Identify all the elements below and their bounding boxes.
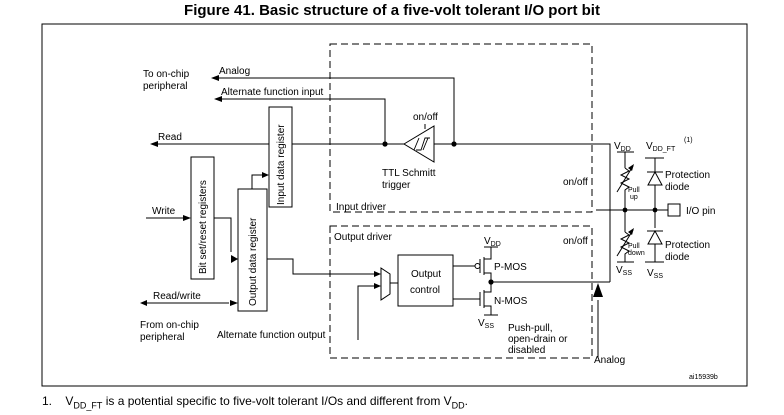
- analog-top-line: [219, 77, 455, 144]
- pmos-gate-bubble: [474, 263, 481, 269]
- footnote-text2: .: [464, 394, 468, 408]
- label-nmos: N-MOS: [494, 296, 528, 307]
- analog-top-arrow: [211, 75, 219, 81]
- label-vdd-pull: VDD: [614, 141, 631, 153]
- label-alternate-function-input: Alternate function input: [221, 87, 324, 98]
- label-protection-diode-bottom-1: Protection: [665, 240, 710, 251]
- label-alternate-function-output: Alternate function output: [217, 330, 326, 341]
- pullup-resistor: [619, 167, 631, 210]
- label-analog-top: Analog: [219, 66, 250, 77]
- label-figure-id: ai15939b: [689, 374, 718, 381]
- write-arrow: [183, 215, 191, 221]
- label-to-onchip-1: To on-chip: [143, 69, 190, 80]
- junction-alt-input: [382, 141, 388, 147]
- pulldown-switch-arrow: [628, 228, 634, 235]
- pulldown-switch: [616, 229, 634, 257]
- label-to-onchip-2: peripheral: [143, 81, 187, 92]
- nmos-source-drain: [484, 282, 492, 315]
- read-write-arrow-right: [230, 300, 238, 306]
- label-output-data-register: Output data register: [248, 217, 259, 306]
- analog-bottom-arrow: [593, 283, 603, 297]
- input-driver-box: [329, 43, 593, 213]
- footnote-sub2: DD: [451, 400, 465, 411]
- label-output-control-2: control: [410, 285, 440, 296]
- hysteresis-icon: [413, 137, 430, 151]
- alt-output-arrow: [374, 283, 381, 289]
- label-read: Read: [158, 132, 182, 143]
- pmos-source-drain: [484, 247, 492, 282]
- label-ttl-schmitt-1: TTL Schmitt: [382, 168, 436, 179]
- figure-title: Figure 41. Basic structure of a five-vol…: [184, 2, 600, 19]
- label-from-onchip-2: peripheral: [140, 332, 184, 343]
- label-pull-up-2: up: [630, 194, 638, 201]
- alt-input-arrow: [214, 96, 222, 102]
- label-vdd-ft-note: (1): [684, 137, 693, 144]
- footnote-sub1: DD_FT: [73, 400, 103, 411]
- label-input-driver: Input driver: [336, 202, 387, 213]
- junction-driver-output: [488, 279, 494, 285]
- output-control-box: [397, 254, 454, 307]
- label-vdd-ft: VDD_FT: [646, 141, 676, 153]
- label-from-onchip-1: From on-chip: [140, 320, 199, 331]
- label-vss-bottom: VSS: [478, 318, 494, 330]
- footnote-number: 1.: [42, 394, 53, 408]
- label-on-off-pullup: on/off: [563, 177, 588, 188]
- odr-feedback-arrow: [262, 172, 269, 178]
- label-pull-down-2: down: [628, 250, 645, 257]
- label-read-write: Read/write: [153, 291, 201, 302]
- label-analog-bottom: Analog: [594, 355, 625, 366]
- output-mux: [380, 267, 391, 301]
- label-vss-diode: VSS: [647, 268, 663, 280]
- label-mode-1: Push-pull,: [508, 323, 552, 334]
- label-on-off-pulldown: on/off: [563, 236, 588, 247]
- label-output-control-1: Output: [411, 269, 441, 280]
- input-data-register-box: [268, 106, 293, 208]
- protection-diode-bottom: [647, 229, 663, 245]
- read-arrow: [150, 141, 158, 147]
- label-write: Write: [152, 206, 176, 217]
- pin-bus: [590, 143, 611, 282]
- odr-to-mux-line: [267, 258, 374, 275]
- label-vdd-top: VDD: [484, 236, 501, 248]
- label-output-driver: Output driver: [334, 232, 392, 243]
- alt-output-line: [357, 285, 374, 340]
- odr-to-mux-arrow: [374, 271, 381, 277]
- protection-diode-top: [647, 170, 663, 186]
- label-mode-3: disabled: [508, 345, 545, 356]
- pulldown-resistor: [619, 231, 631, 262]
- label-pull-down-1: Pull: [628, 243, 640, 250]
- label-bit-set-reset-registers: Bit set/reset registers: [198, 180, 209, 274]
- label-ttl-schmitt-2: trigger: [382, 180, 411, 191]
- label-vss-pull: VSS: [616, 265, 632, 277]
- label-mode-2: open-drain or: [508, 334, 568, 345]
- read-write-arrow-left: [140, 300, 147, 306]
- label-protection-diode-top-2: diode: [665, 182, 690, 193]
- label-input-data-register: Input data register: [276, 124, 287, 205]
- outer-frame: [41, 23, 748, 387]
- label-pull-up-1: Pull: [628, 187, 640, 194]
- bsrr-to-odr-line: [214, 217, 232, 252]
- pullup-switch: [616, 165, 634, 193]
- odr-feedback-line: [251, 174, 263, 189]
- schmitt-trigger: [403, 125, 435, 163]
- io-pin-box: [667, 203, 681, 217]
- footnote: 1. VDD_FT is a potential specific to fiv…: [42, 394, 468, 410]
- label-protection-diode-bottom-2: diode: [665, 252, 690, 263]
- junction-analog-top: [451, 141, 457, 147]
- junction-diodes: [652, 207, 658, 213]
- label-pmos: P-MOS: [494, 262, 527, 273]
- alt-input-line: [222, 98, 386, 144]
- footnote-text1: is a potential specific to five-volt tol…: [102, 394, 452, 408]
- label-on-off-schmitt: on/off: [413, 112, 438, 123]
- output-driver-box: [329, 225, 593, 359]
- label-io-pin: I/O pin: [686, 206, 715, 217]
- footnote-v1: V: [65, 394, 74, 408]
- pullup-switch-arrow: [628, 164, 634, 171]
- label-protection-diode-top-1: Protection: [665, 170, 710, 181]
